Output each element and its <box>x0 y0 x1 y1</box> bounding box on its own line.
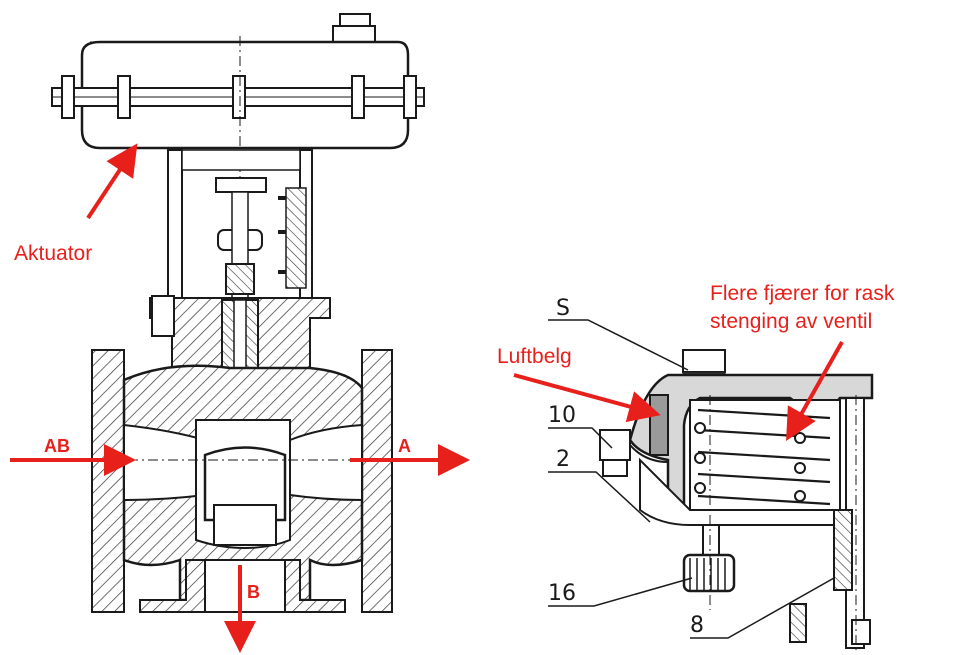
actuator-label: Aktuator <box>14 242 92 265</box>
part-leaders <box>548 319 835 639</box>
part-label-8: 8 <box>690 613 704 638</box>
luftbelg-label: Luftbelg <box>497 345 572 368</box>
annotation-arrows-right <box>513 341 844 441</box>
part-label-2: 2 <box>556 447 570 472</box>
actuator-detail <box>599 349 874 650</box>
part-label-10: 10 <box>548 403 576 428</box>
part-label-s: S <box>556 296 570 321</box>
actuator-housing <box>51 13 425 640</box>
port-ab-label: AB <box>44 436 70 456</box>
port-a-label: A <box>398 436 411 456</box>
valve-body <box>88 295 400 613</box>
part-label-16: 16 <box>548 581 576 606</box>
annotation-arrows-left <box>10 143 470 653</box>
springs-label-line1: Flere fjærer for rask <box>710 282 895 305</box>
port-b-label: B <box>247 582 260 602</box>
springs-label-line2: stenging av ventil <box>710 310 872 333</box>
